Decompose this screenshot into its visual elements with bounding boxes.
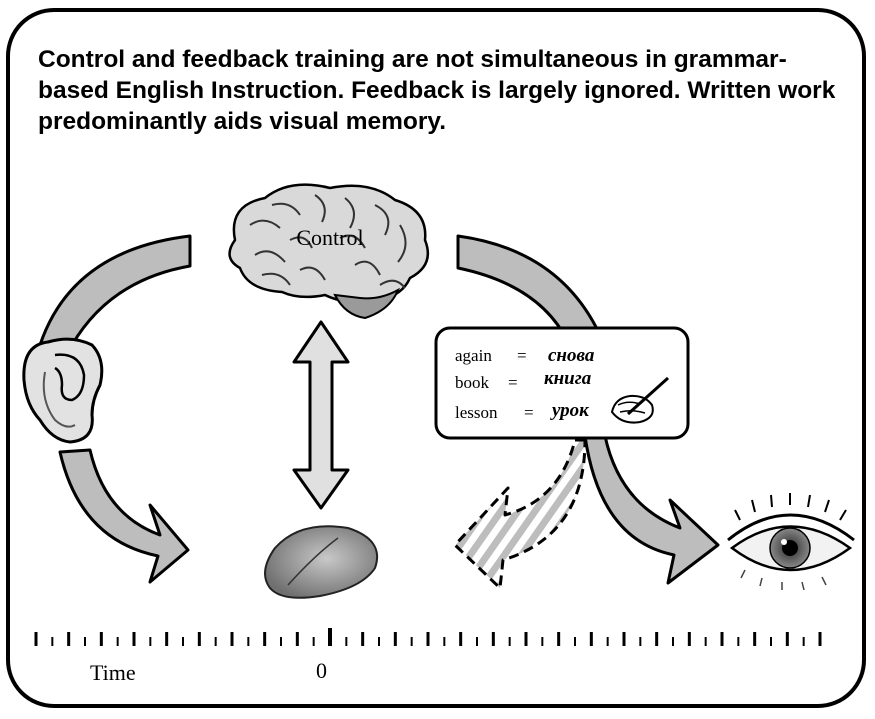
vocab-eq-1: = [517,346,527,365]
vocab-english-2: book [455,373,490,392]
feedback-dashed-arrow [453,438,587,590]
ear-icon [22,337,104,444]
vocabulary-card: again = снова book = книга lesson = урок [434,326,690,440]
vocab-english-1: again [455,346,492,365]
brain-tongue-double-arrow [292,320,350,510]
writing-to-eye-arrow [583,434,720,585]
tongue-icon [264,525,379,599]
vocab-english-3: lesson [455,403,498,422]
vocab-russian-3: урок [550,400,590,421]
brain-icon: Control [228,183,430,320]
headline-text: Control and feedback training are not si… [38,46,836,135]
ear-to-tongue-arrow [58,448,190,584]
vocab-russian-1: снова [548,345,595,366]
right-arc-arrow [456,234,602,344]
left-arc-arrow [38,234,192,347]
timeline-label: Time [90,660,136,685]
eye-icon [727,493,855,591]
vocab-eq-3: = [524,403,534,422]
vocab-eq-2: = [508,373,518,392]
timeline-zero-label: 0 [316,658,327,683]
timeline [34,628,822,646]
writing-hand-icon [610,376,670,424]
brain-label: Control [296,225,363,250]
vocab-russian-2: книга [544,368,592,389]
